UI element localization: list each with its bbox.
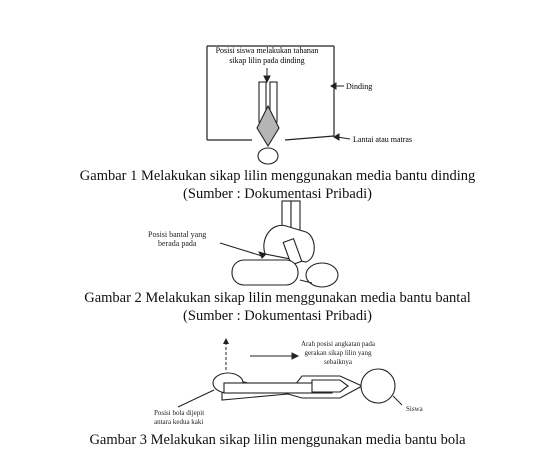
figure-1-source: (Sumber : Dokumentasi Pribadi) [183, 186, 372, 202]
position-arrow [263, 68, 271, 84]
direction-label-line2: gerakan sikap lilin yang [304, 349, 372, 357]
student-label: Siswa [406, 405, 424, 413]
pillow-arrow [219, 242, 267, 259]
student-figure-3 [212, 368, 396, 404]
pillow-label-line2: berada pada [158, 239, 197, 248]
wall-frame [206, 45, 335, 141]
floor-label-arrow [333, 133, 351, 141]
student-figure-2 [231, 200, 339, 288]
figure-2-caption: Gambar 2 Melakukan sikap lilin menggunak… [84, 290, 471, 306]
position-label-line1: Posisi siswa melakukan tahanan [216, 46, 319, 55]
student-figure-1 [256, 81, 280, 165]
direction-label-line1: Arah posisi angkatan pada [301, 340, 376, 348]
direction-arrow-horizontal [250, 352, 300, 360]
position-label-line2: sikap lilin pada dinding [229, 56, 304, 65]
figure-1-caption: Gambar 1 Melakukan sikap lilin menggunak… [79, 168, 476, 184]
figure-2-source: (Sumber : Dokumentasi Pribadi) [183, 308, 372, 324]
pillow-label-line1: Posisi bantal yang [148, 230, 206, 239]
wall-label-arrow [330, 82, 344, 90]
ball-label-line1: Posisi bola dijepit [154, 409, 204, 417]
ball-arrow [177, 389, 215, 408]
direction-label-line3: sebaiknya [324, 358, 353, 366]
direction-arrowhead [223, 338, 229, 344]
floor-label: Lantai atau matras [353, 135, 412, 144]
figure-3-caption: Gambar 3 Melakukan sikap lilin menggunak… [89, 432, 466, 448]
student-arrow [392, 395, 403, 406]
ball-label-line2: antara kedua kaki [154, 418, 203, 426]
wall-label: Dinding [346, 82, 372, 91]
